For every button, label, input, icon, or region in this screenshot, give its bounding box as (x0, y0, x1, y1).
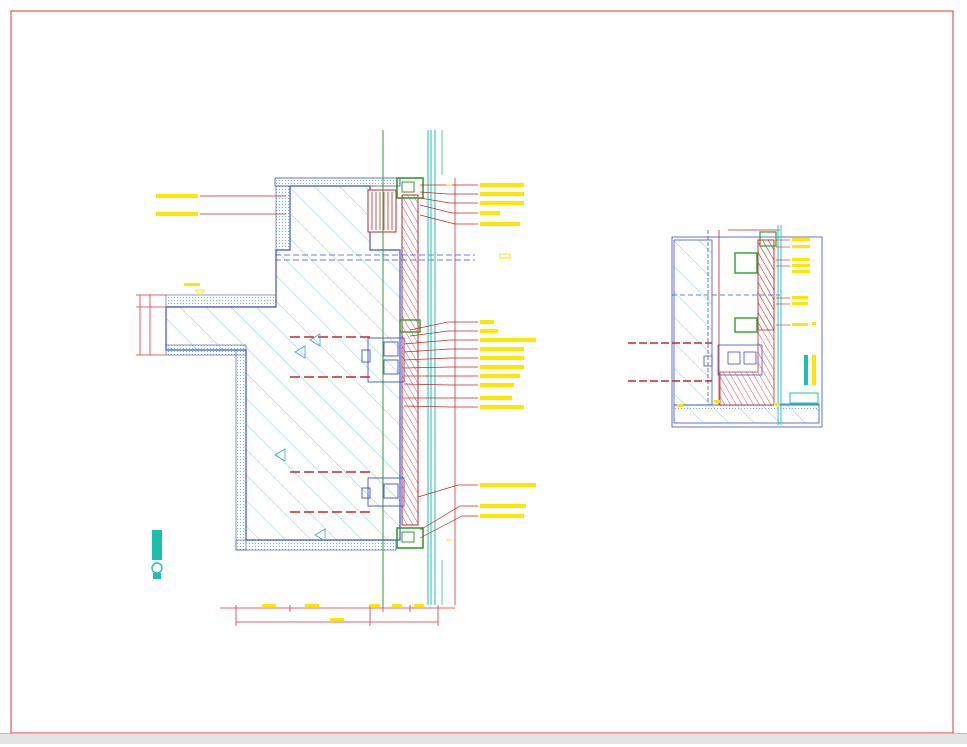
status-bar (0, 733, 967, 744)
secondary-section-detail (628, 225, 823, 428)
drawing-frame (10, 10, 954, 734)
main-section-detail (136, 130, 536, 626)
level-triangle-icon (195, 289, 205, 297)
section-marker-icon (151, 530, 163, 579)
